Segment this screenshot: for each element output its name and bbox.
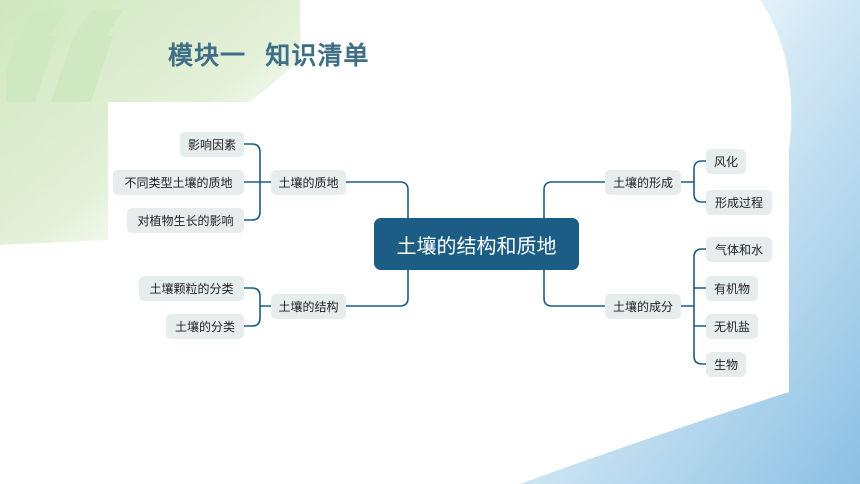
connector-root-structure [346,270,409,307]
leaf-inorganic-salts[interactable]: 无机盐 [706,314,758,339]
connector-root-composition [543,270,605,307]
mindmap-connectors [244,143,706,365]
connector-root-formation [543,181,605,218]
connector-composition-children [681,248,706,365]
quote-open-icon [6,10,123,102]
leaf-texture-types[interactable]: 不同类型土壤的质地 [113,170,244,195]
connector-formation-children [681,160,706,203]
leaf-weathering[interactable]: 风化 [706,149,746,174]
leaf-formation-process[interactable]: 形成过程 [706,190,772,215]
branch-soil-structure[interactable]: 土壤的结构 [271,294,346,319]
leaf-organisms[interactable]: 生物 [706,352,746,377]
leaf-soil-classification[interactable]: 土壤的分类 [166,314,244,339]
connector-structure-children [244,287,271,327]
connector-texture-children [244,143,271,221]
mindmap-root[interactable]: 土壤的结构和质地 [374,218,579,270]
branch-soil-texture[interactable]: 土壤的质地 [271,170,346,195]
page-title: 模块一 知识清单 [168,41,370,70]
branch-soil-formation[interactable]: 土壤的形成 [605,170,681,195]
mindmap-panel: 土壤的结构和质地 土壤的质地 影响因素 不同类型土壤的质地 对植物生长的影响 土… [108,102,789,392]
connector-root-texture [346,181,409,218]
leaf-organic-matter[interactable]: 有机物 [706,276,758,301]
leaf-gas-and-water[interactable]: 气体和水 [706,237,772,262]
leaf-influencing-factors[interactable]: 影响因素 [180,132,244,157]
leaf-particle-classification[interactable]: 土壤颗粒的分类 [139,276,244,301]
leaf-plant-growth-effect[interactable]: 对植物生长的影响 [127,208,244,233]
branch-soil-composition[interactable]: 土壤的成分 [605,294,681,319]
